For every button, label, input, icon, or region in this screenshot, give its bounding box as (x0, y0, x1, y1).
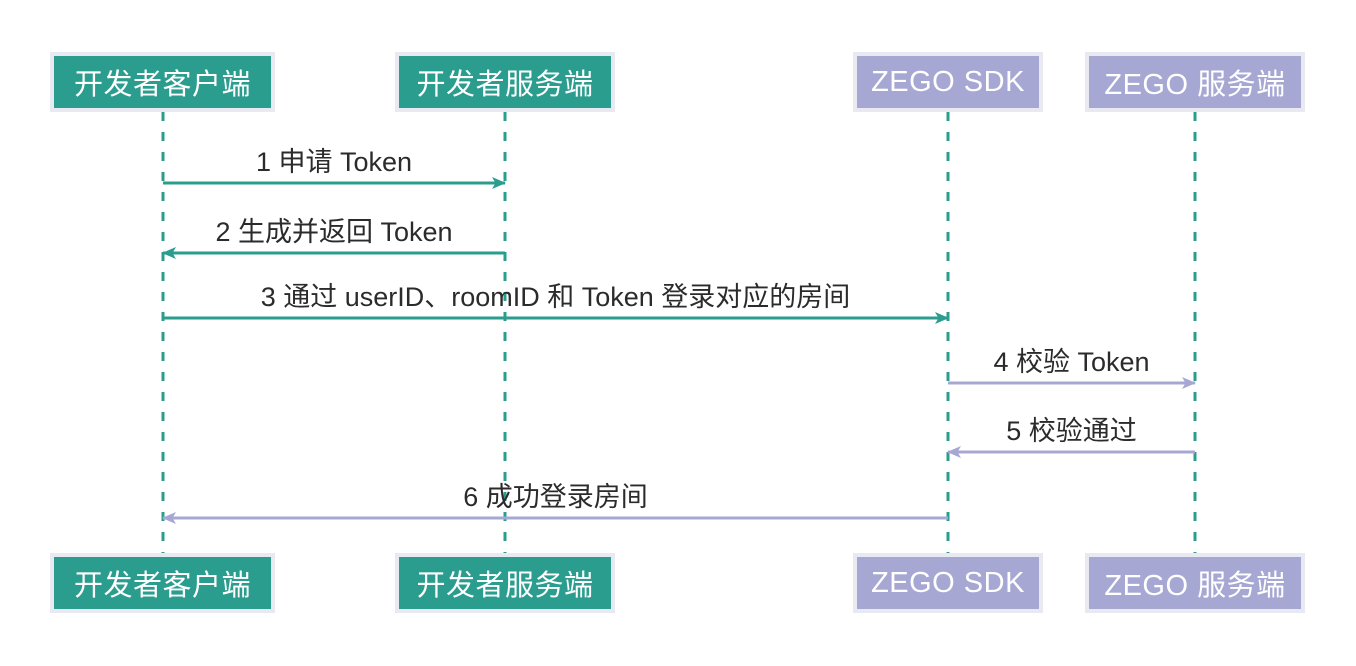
participant-label: ZEGO 服务端 (1104, 69, 1286, 101)
message-label-2: 2 生成并返回 Token (215, 217, 453, 247)
message-label-6: 6 成功登录房间 (463, 482, 648, 512)
participant-box-zego-server-top: ZEGO 服务端 (1085, 52, 1305, 112)
message-arrows-group (162, 177, 1196, 524)
message-label-3: 3 通过 userID、roomID 和 Token 登录对应的房间 (260, 282, 851, 312)
participant-box-zego-sdk-top: ZEGO SDK (853, 52, 1043, 112)
participant-box-zego-sdk-bottom: ZEGO SDK (853, 553, 1043, 613)
participant-label: 开发者客户端 (73, 69, 251, 101)
participant-label: ZEGO 服务端 (1104, 570, 1286, 602)
participant-box-zego-server-bottom: ZEGO 服务端 (1085, 553, 1305, 613)
message-label-4: 4 校验 Token (993, 347, 1150, 377)
participant-box-dev-server-top: 开发者服务端 (395, 52, 615, 112)
participant-box-dev-client-bottom: 开发者客户端 (50, 553, 275, 613)
participant-label: 开发者客户端 (73, 570, 251, 602)
participant-box-dev-client-top: 开发者客户端 (50, 52, 275, 112)
participant-box-dev-server-bottom: 开发者服务端 (395, 553, 615, 613)
participant-label: ZEGO SDK (871, 65, 1025, 98)
message-label-1: 1 申请 Token (255, 147, 413, 177)
participant-label: 开发者服务端 (416, 69, 594, 101)
participant-label: ZEGO SDK (871, 566, 1025, 599)
participant-label: 开发者服务端 (416, 570, 594, 602)
lifelines-group (161, 112, 1197, 553)
message-label-5: 5 校验通过 (1006, 416, 1137, 446)
